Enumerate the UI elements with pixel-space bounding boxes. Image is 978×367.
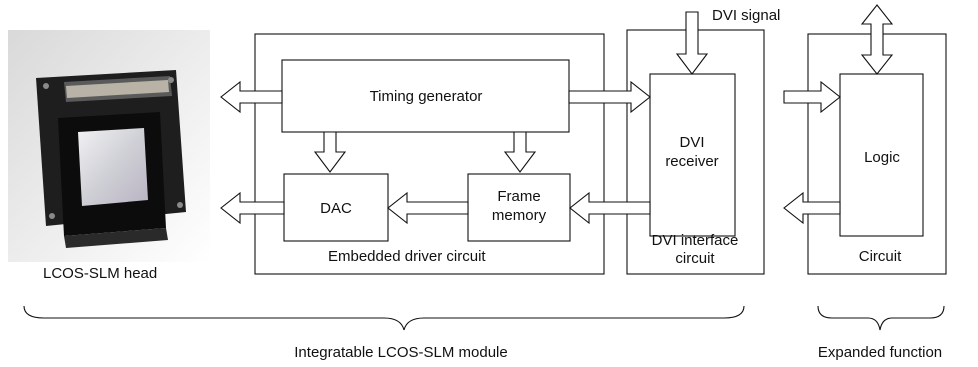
arrow-logic-bidirectional [860, 4, 894, 75]
expanded-function-caption: Expanded function [818, 344, 942, 361]
dvi-receiver-label-line2: receiver [665, 153, 718, 170]
frame-memory-label-line2: memory [492, 207, 547, 224]
timing-generator-block [281, 59, 570, 133]
frame-memory-label-line1: Frame [497, 188, 540, 205]
timing-generator-label: Timing generator [370, 88, 483, 105]
module-caption: Integratable LCOS-SLM module [294, 344, 507, 361]
arrow-timing-to-frame-memory [503, 131, 537, 173]
arrow-logic-output [783, 191, 841, 225]
dvi-interface-caption-line1: DVI interface [652, 232, 739, 249]
brace-expanded-function [817, 305, 945, 331]
lcos-slm-head-photo [8, 30, 210, 262]
arrow-input-to-logic [783, 80, 841, 114]
logic-label: Logic [864, 149, 900, 166]
logic-block [839, 73, 924, 237]
dvi-signal-label: DVI signal [712, 7, 780, 24]
arrow-timing-to-dvi-receiver [568, 80, 651, 114]
arrow-dvi-receiver-to-frame-memory [569, 191, 651, 225]
dvi-receiver-block [649, 73, 736, 237]
dac-label: DAC [320, 200, 352, 217]
arrow-frame-memory-to-dac [387, 191, 469, 225]
arrow-timing-to-head [220, 80, 283, 114]
expanded-circuit-caption: Circuit [859, 248, 902, 265]
brace-module [23, 305, 745, 331]
frame-memory-block [467, 173, 571, 242]
dvi-receiver-label-line1: DVI [679, 134, 704, 151]
arrow-dvi-signal-in [675, 11, 709, 75]
dac-block [283, 173, 389, 242]
arrow-dac-to-head [220, 191, 285, 225]
lcos-slm-head-caption: LCOS-SLM head [43, 265, 157, 282]
arrow-timing-to-dac [313, 131, 347, 173]
dvi-interface-caption-line2: circuit [675, 250, 715, 267]
embedded-driver-circuit-caption: Embedded driver circuit [328, 248, 486, 265]
